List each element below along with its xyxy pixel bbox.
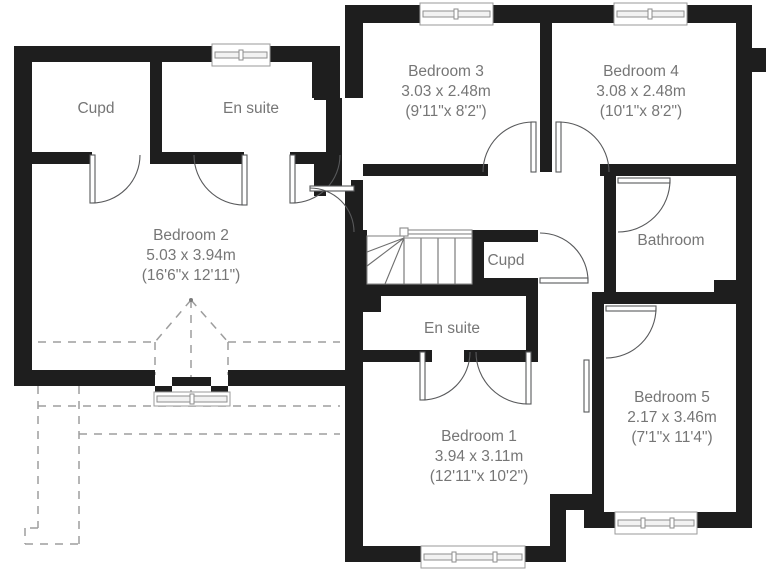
window-en-suite-top [211,43,271,67]
room-name-bathroom: Bathroom [637,232,704,249]
label-bedroom-1: Bedroom 1 3.94 x 3.11m (12'11"x 10'2") [430,428,529,485]
door-bathroom [617,177,671,233]
windows-group [153,2,698,569]
door-bedroom-3 [482,121,537,173]
label-bedroom-5: Bedroom 5 2.17 x 3.46m (7'1"x 11'4") [627,389,717,446]
room-dim-imperial-bedroom-4: (10'1"x 8'2") [600,103,682,120]
label-bedroom-4: Bedroom 4 3.08 x 2.48m (10'1"x 8'2") [596,63,686,120]
room-dim-metric-bedroom-2: 5.03 x 3.94m [146,247,236,264]
door-en-suite-bottom [419,351,471,401]
door-bedroom-5-side [583,359,590,413]
room-name-bedroom-3: Bedroom 3 [408,63,484,80]
room-dim-imperial-bedroom-5: (7'1"x 11'4") [631,429,712,446]
door-cupboard-left [89,154,141,204]
room-dim-metric-bedroom-1: 3.94 x 3.11m [435,448,523,465]
staircase [366,227,473,285]
room-name-cupboard-left: Cupd [77,100,114,117]
window-bedroom-3 [419,2,494,26]
room-name-bedroom-1: Bedroom 1 [441,428,517,445]
room-name-bedroom-5: Bedroom 5 [634,389,710,406]
room-dim-imperial-bedroom-2: (16'6"x 12'11") [142,267,241,284]
room-name-bedroom-2: Bedroom 2 [153,227,229,244]
room-dim-imperial-bedroom-3: (9'11"x 8'2") [405,103,486,120]
room-name-en-suite-bottom: En suite [424,320,480,337]
room-labels-group: Bedroom 2 5.03 x 3.94m (16'6"x 12'11") B… [77,63,716,485]
label-bedroom-3: Bedroom 3 3.03 x 2.48m (9'11"x 8'2") [401,63,491,120]
door-bedroom-5 [605,305,657,359]
label-bedroom-2: Bedroom 2 5.03 x 3.94m (16'6"x 12'11") [142,227,241,284]
door-cupboard-centre [539,232,589,284]
door-bedroom-1 [475,351,532,405]
room-name-bedroom-4: Bedroom 4 [603,63,679,80]
room-name-cupboard-centre: Cupd [487,252,524,269]
room-dim-metric-bedroom-5: 2.17 x 3.46m [627,409,717,426]
window-bedroom-5 [614,511,698,535]
room-dim-metric-bedroom-4: 3.08 x 2.48m [596,83,686,100]
window-bedroom-4 [613,2,688,26]
doors-group [89,121,671,413]
door-en-suite-left [193,154,248,206]
room-dim-imperial-bedroom-1: (12'11"x 10'2") [430,468,529,485]
room-dim-metric-bedroom-3: 3.03 x 2.48m [401,83,491,100]
window-bedroom-1 [420,545,526,569]
door-landing-to-bedroom-2 [309,185,355,233]
room-name-en-suite-top: En suite [223,100,279,117]
window-bedroom-2-bay [153,391,231,407]
door-bedroom-4 [555,121,610,173]
